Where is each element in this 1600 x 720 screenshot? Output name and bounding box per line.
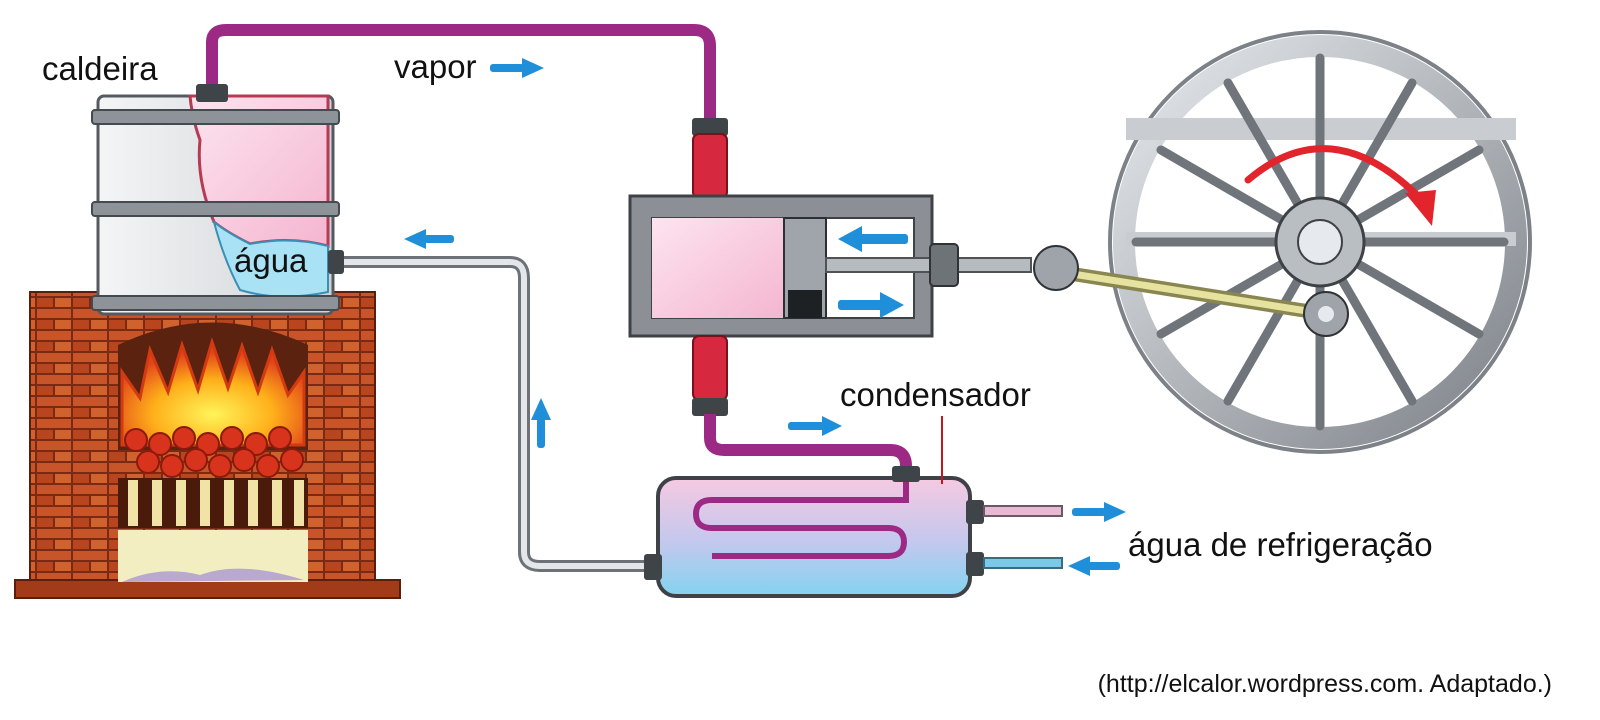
cooling-water-outlet <box>983 505 1063 517</box>
flow-arrow-icon <box>838 226 908 252</box>
steam-valve-top <box>692 133 728 199</box>
grate <box>128 480 304 526</box>
label-water: água <box>234 242 308 279</box>
condenser <box>644 466 984 598</box>
steam-pipe <box>206 24 716 128</box>
flywheel <box>1108 30 1532 454</box>
flow-arrow-icon <box>838 292 904 318</box>
label-boiler: caldeira <box>42 50 158 87</box>
cylinder-steam <box>652 218 784 318</box>
cooling-water-inlet <box>983 557 1063 569</box>
flow-arrows <box>404 58 1126 576</box>
furnace <box>14 291 401 599</box>
piston-rod <box>825 257 1032 273</box>
boiler <box>91 94 340 316</box>
flow-arrow-icon <box>531 398 551 448</box>
burning-coal <box>124 426 304 478</box>
exhaust-pipe <box>704 414 912 478</box>
flow-arrow-icon <box>1072 502 1126 522</box>
label-steam: vapor <box>394 48 477 85</box>
label-cooling-water: água de refrigeração <box>1128 526 1433 563</box>
flow-arrow-icon <box>788 416 842 436</box>
cylinder <box>628 194 1032 338</box>
source-citation: (http://elcalor.wordpress.com. Adaptado.… <box>1098 670 1552 698</box>
fire <box>120 337 306 447</box>
label-condenser: condensador <box>840 376 1031 413</box>
condenser-coil <box>692 478 909 559</box>
crosshead <box>1033 245 1079 291</box>
water-return-pipe <box>335 256 660 572</box>
rotation-arrow-icon <box>1244 145 1422 200</box>
flow-arrow-icon <box>490 58 544 78</box>
flow-arrow-icon <box>404 229 454 249</box>
boiler-water-cutaway <box>212 219 329 298</box>
exhaust-valve <box>692 335 728 401</box>
flow-arrow-icon <box>1068 556 1120 576</box>
